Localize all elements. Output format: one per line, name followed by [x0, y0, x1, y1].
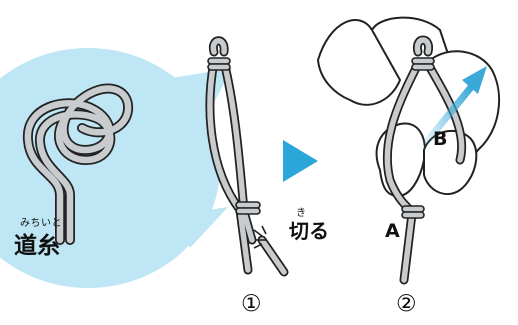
next-step-arrow-icon: [283, 140, 318, 182]
point-a-label: A: [385, 220, 400, 242]
step-1-number: ①: [241, 291, 262, 317]
step-2-number: ②: [396, 291, 417, 317]
point-b-label: B: [433, 128, 447, 150]
step2-hands: [318, 18, 499, 196]
kiru-label: 切る: [289, 215, 329, 244]
michiito-label: 道糸: [14, 226, 60, 260]
